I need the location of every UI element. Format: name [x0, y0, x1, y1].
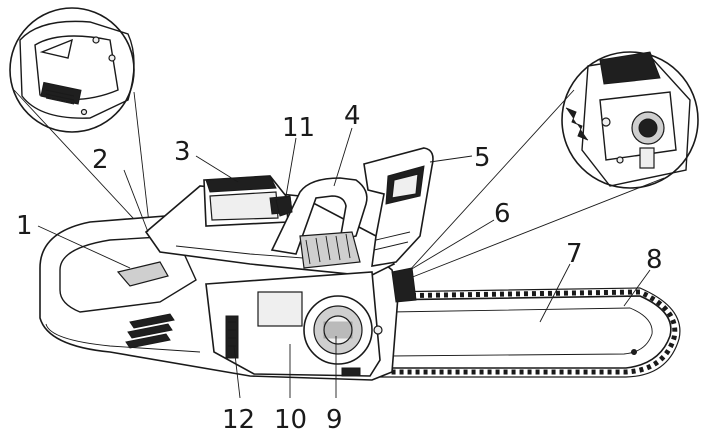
- inset-chain-tensioner-detail: [561, 51, 699, 189]
- front-handle: [270, 177, 368, 269]
- battery-pack: [203, 175, 293, 227]
- sprocket-cover-knob: [303, 295, 383, 377]
- leader-lines: [37, 127, 651, 399]
- inset-right-leader-top: [407, 89, 575, 273]
- trigger-switch: [116, 261, 169, 287]
- lock-off-button: [275, 195, 293, 217]
- chain-brake-hand-guard: [363, 147, 434, 267]
- callout-11: 11: [282, 113, 315, 143]
- air-vents: [125, 313, 175, 349]
- callout-9: 9: [326, 405, 343, 435]
- callout-12: 12: [222, 405, 255, 435]
- callout-7: 7: [566, 239, 583, 269]
- bar-mount: [391, 267, 417, 303]
- inset-leader-line-left: [13, 89, 147, 233]
- inset-rear-handle-detail: [9, 7, 135, 133]
- callout-3: 3: [174, 137, 191, 167]
- callout-4: 4: [344, 101, 361, 131]
- callout-8: 8: [646, 245, 663, 275]
- saw-chain: [379, 287, 681, 378]
- inset-leader-line-right: [133, 91, 151, 233]
- callout-5: 5: [474, 143, 491, 173]
- inset-right-leader-bottom: [409, 177, 665, 279]
- callout-6: 6: [494, 199, 511, 229]
- guide-bar: [379, 295, 672, 369]
- callout-10: 10: [274, 405, 307, 435]
- callout-1: 1: [16, 211, 33, 241]
- callout-2: 2: [92, 145, 109, 175]
